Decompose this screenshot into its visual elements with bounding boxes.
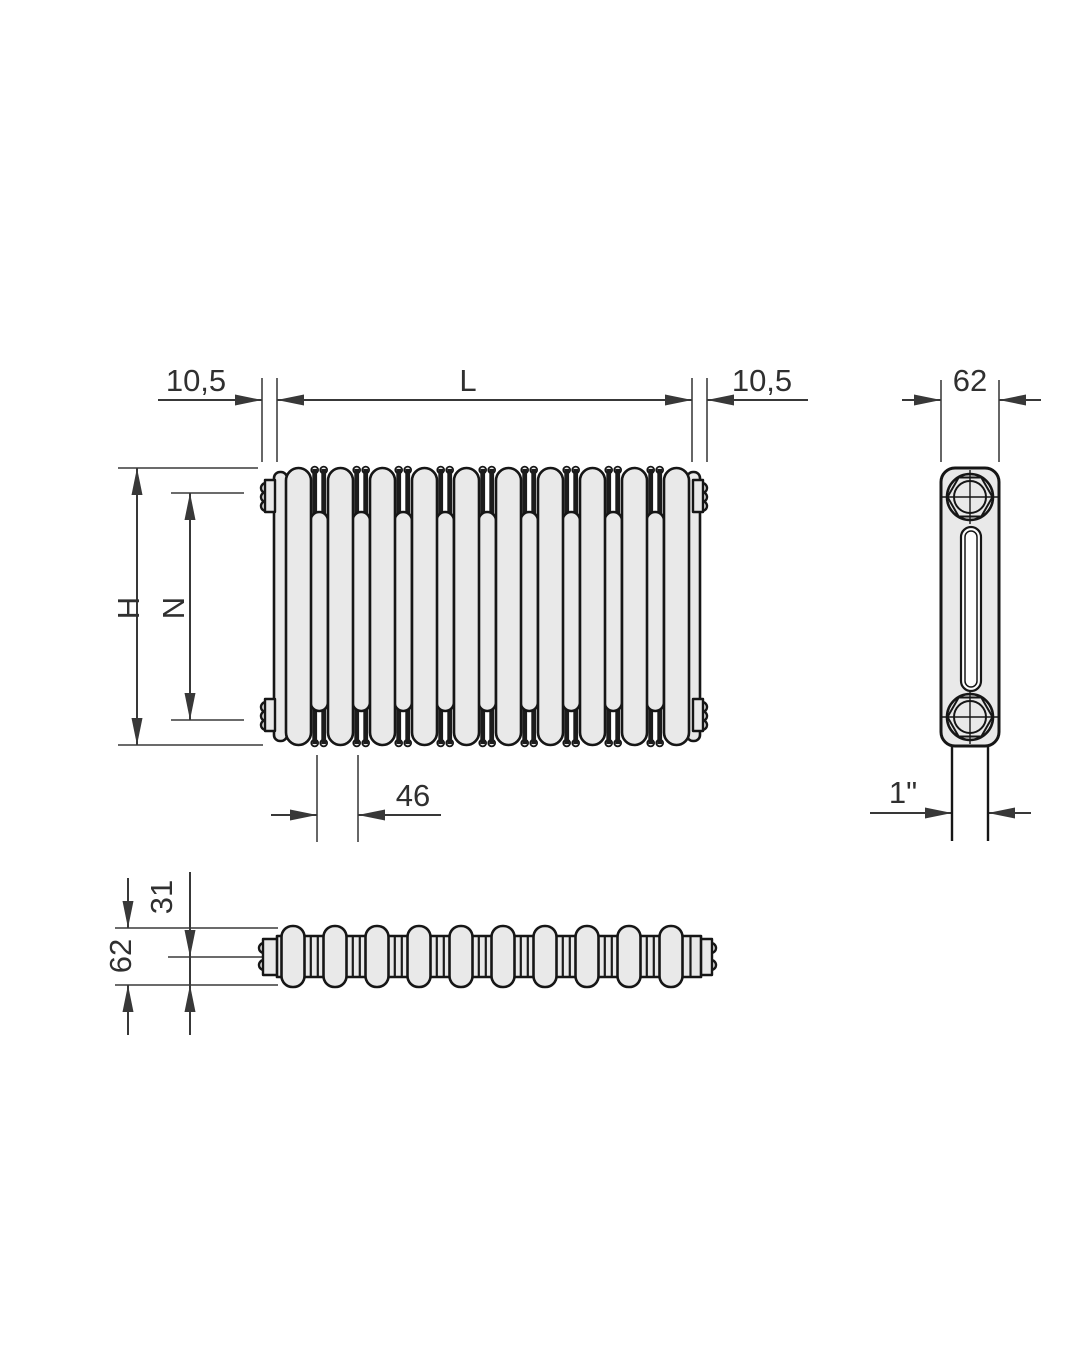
radiator-column bbox=[620, 466, 649, 747]
connection-nipple-top-left bbox=[259, 478, 277, 514]
dim-label-axis-distance: N bbox=[156, 597, 191, 619]
top-column bbox=[490, 924, 516, 989]
dim-label-top-depth: 62 bbox=[103, 939, 138, 973]
top-column bbox=[322, 924, 348, 989]
radiator-column bbox=[536, 466, 565, 747]
top-column bbox=[364, 924, 390, 989]
top-column bbox=[532, 924, 558, 989]
top-column bbox=[280, 924, 306, 989]
side-slot bbox=[959, 525, 983, 693]
section-joint bbox=[603, 465, 624, 748]
front-radiator-body bbox=[259, 465, 709, 748]
dim-label-left-offset: 10,5 bbox=[166, 363, 226, 398]
section-joint bbox=[645, 465, 666, 748]
front-view: 10,5 L 10,5 46 H N bbox=[111, 363, 808, 842]
side-view: 62 1" bbox=[870, 363, 1041, 841]
top-column bbox=[574, 924, 600, 989]
section-joint bbox=[309, 465, 330, 748]
section-joint bbox=[435, 465, 456, 748]
connection-nipple-bottom-left bbox=[259, 697, 277, 733]
radiator-column bbox=[284, 466, 313, 747]
top-radiator-body bbox=[257, 924, 718, 989]
side-slot-inner bbox=[964, 530, 978, 688]
radiator-column bbox=[326, 466, 355, 747]
front-dimension-lines bbox=[131, 394, 808, 821]
top-column bbox=[406, 924, 432, 989]
radiator-column bbox=[494, 466, 523, 747]
top-dimension-lines bbox=[122, 872, 196, 1035]
top-extension-lines bbox=[115, 927, 278, 986]
connection-nipple-bottom-right bbox=[691, 697, 709, 733]
radiator-column bbox=[410, 466, 439, 747]
section-joint bbox=[393, 465, 414, 748]
dim-label-column-offset: 31 bbox=[144, 880, 179, 914]
top-column bbox=[616, 924, 642, 989]
section-joint bbox=[519, 465, 540, 748]
radiator-column bbox=[662, 466, 691, 747]
section-joint bbox=[561, 465, 582, 748]
top-view: 62 31 bbox=[103, 872, 718, 1035]
front-extension-lines bbox=[118, 378, 708, 842]
section-joint bbox=[477, 465, 498, 748]
radiator-column bbox=[578, 466, 607, 747]
top-column bbox=[658, 924, 684, 989]
radiator-column bbox=[368, 466, 397, 747]
top-column bbox=[448, 924, 474, 989]
side-radiator-body bbox=[939, 466, 1001, 841]
dim-label-section-pitch: 46 bbox=[396, 778, 430, 813]
dim-label-connection-size: 1" bbox=[889, 775, 917, 810]
front-section-joints bbox=[309, 465, 666, 748]
dim-label-depth: 62 bbox=[953, 363, 987, 398]
connection-nipple-top-right bbox=[691, 478, 709, 514]
dim-label-length: L bbox=[459, 363, 476, 398]
section-joint bbox=[351, 465, 372, 748]
side-extension-lines bbox=[940, 380, 1000, 462]
side-dimension-lines bbox=[870, 394, 1041, 819]
radiator-column bbox=[452, 466, 481, 747]
dim-label-height: H bbox=[111, 597, 146, 619]
dim-label-right-offset: 10,5 bbox=[732, 363, 792, 398]
